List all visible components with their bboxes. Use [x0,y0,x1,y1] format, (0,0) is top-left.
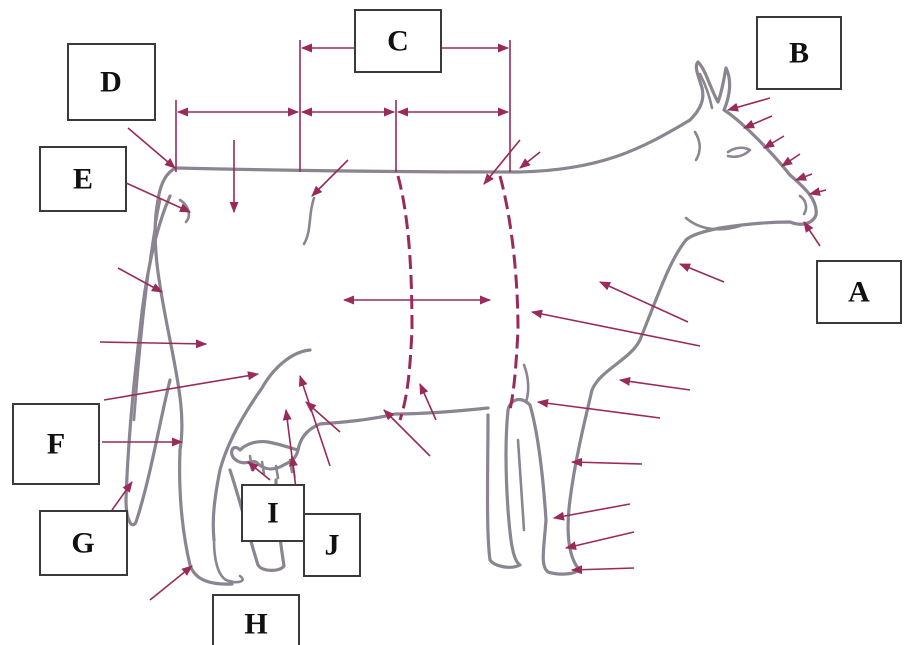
svg-text:E: E [73,163,93,196]
muzzle-line [800,196,806,214]
label-J: J [304,514,360,576]
face-line [695,132,700,160]
label-E: E [40,147,126,211]
label-D: D [68,44,155,120]
label-G: G [40,511,127,575]
cow-outline [126,62,816,584]
dewlap-foreleg-front [543,240,686,574]
label-H: H [213,595,299,645]
label-F: F [13,404,99,484]
svg-text:C: C [387,25,409,58]
udder [232,442,298,469]
foreleg-back [488,400,547,568]
svg-text:F: F [47,428,65,461]
label-I: I [242,485,304,541]
heart-girth-dash [398,176,412,420]
label-A: A [817,261,901,323]
hind-leg-inner [214,540,243,582]
svg-text:D: D [100,66,122,99]
svg-text:I: I [267,497,279,530]
label-B: B [757,17,841,89]
svg-text:J: J [325,529,340,562]
rump [155,168,232,584]
eye [728,148,750,157]
jaw [686,218,740,229]
svg-text:G: G [71,527,94,560]
label-C: C [355,10,441,72]
tail [126,196,170,525]
hip-bone [304,198,314,244]
back-line [176,120,690,172]
svg-text:B: B [789,37,809,70]
top-dimensions [176,40,510,172]
elbow [524,365,528,402]
svg-text:H: H [244,608,267,641]
foreleg-inner [518,440,524,530]
svg-text:A: A [848,276,870,309]
teats [250,456,292,478]
belly-line [298,408,488,450]
fore-rib-dash [500,176,518,410]
